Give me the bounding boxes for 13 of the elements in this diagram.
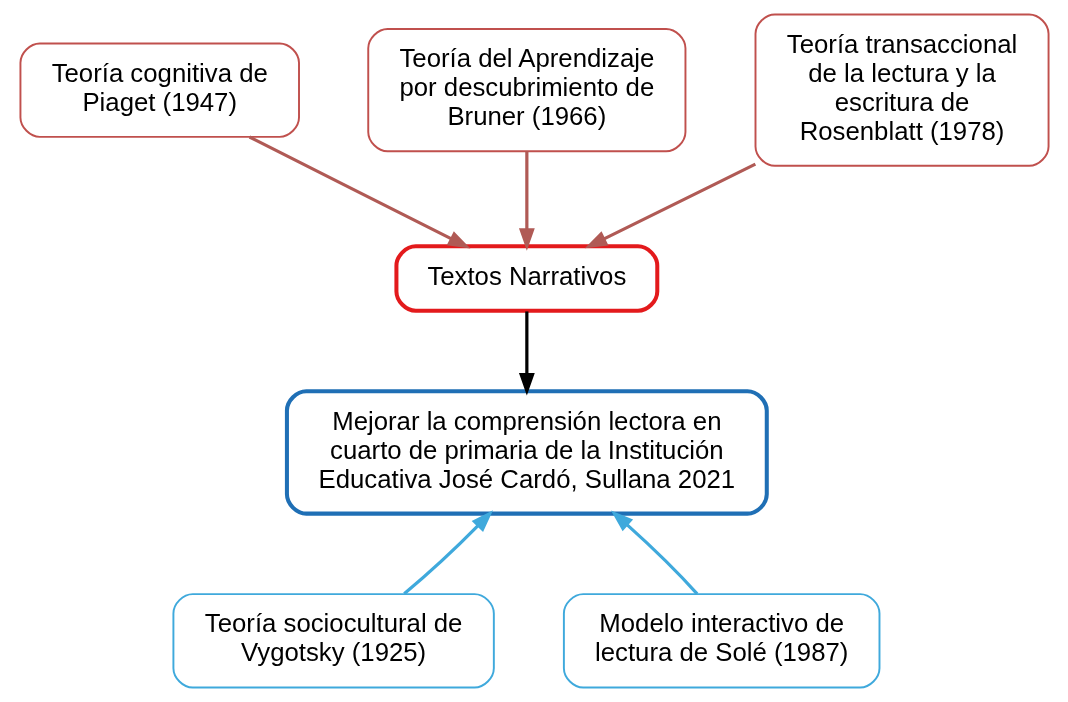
node-box: Mejorar la comprensión lectora en cuarto de primaria de la Institución Educativa José Cardó, Sullana 2021 bbox=[284, 389, 769, 516]
node-box: Teoría sociocultural de Vygotsky (1925) bbox=[171, 593, 495, 689]
arrow bbox=[584, 162, 756, 249]
arrow bbox=[518, 311, 535, 396]
arrow bbox=[518, 151, 535, 251]
arrow bbox=[402, 510, 493, 596]
node-box: Teoría del Aprendizaje por descubrimiento de Bruner (1966) bbox=[366, 28, 686, 153]
arrow bbox=[610, 510, 698, 595]
node-box: Modelo interactivo de lectura de Solé (1987) bbox=[562, 593, 880, 689]
node-box: Teoría transaccional de la lectura y la escritura de Rosenblatt (1978) bbox=[754, 13, 1050, 167]
node-box: Teoría cognitiva de Piaget (1947) bbox=[18, 42, 300, 138]
arrow bbox=[248, 135, 470, 249]
node-box: Textos Narrativos bbox=[393, 244, 659, 313]
